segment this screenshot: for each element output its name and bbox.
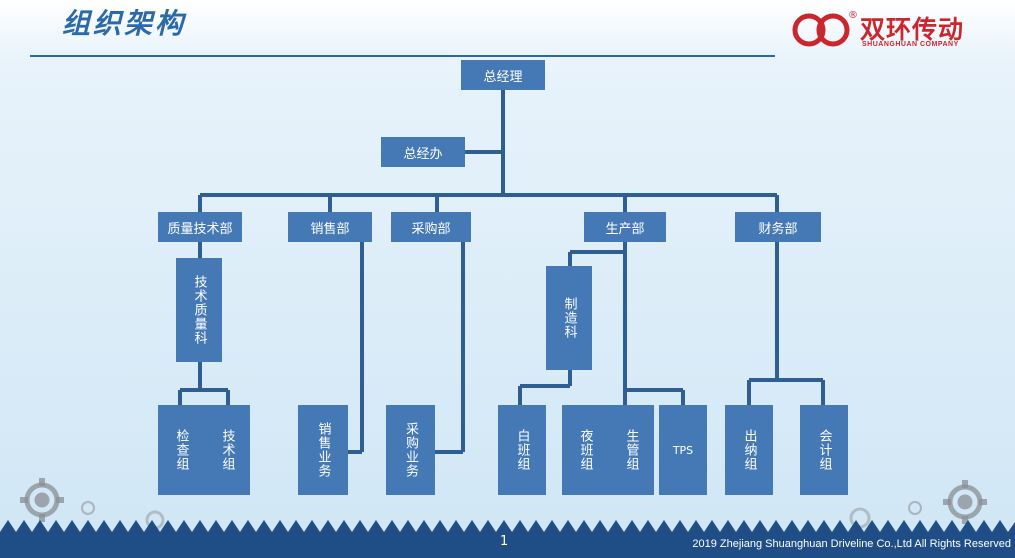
group-accounting-box: 会计组 bbox=[800, 405, 848, 495]
group-technical-label: 技术组 bbox=[219, 429, 235, 471]
gear-icon-left bbox=[24, 482, 60, 518]
dept-purchase-box: 采购部 bbox=[391, 212, 471, 242]
group-cashier-box: 出纳组 bbox=[725, 405, 773, 495]
group-night-shift-label: 夜班组 bbox=[577, 429, 593, 471]
registered-mark: ® bbox=[848, 10, 858, 21]
group-inspection-label: 检查组 bbox=[173, 429, 189, 471]
footer-bar bbox=[0, 532, 1015, 558]
company-logo: ® 双环传动 SHUANGHUAN COMPANY bbox=[790, 8, 990, 54]
dept-production-box: 生产部 bbox=[584, 212, 666, 242]
small-gear-icon-right bbox=[908, 501, 922, 515]
gear-decoration bbox=[0, 478, 1015, 540]
double-ring-logo-icon bbox=[792, 13, 850, 47]
group-day-shift-label: 白班组 bbox=[514, 429, 530, 471]
group-sales-business-label: 销售业务 bbox=[315, 422, 331, 478]
group-sales-business-box: 销售业务 bbox=[298, 405, 348, 495]
group-cashier-label: 出纳组 bbox=[741, 429, 757, 471]
logo-text-en: SHUANGHUAN COMPANY bbox=[862, 41, 959, 48]
section-manufacturing-label: 制造科 bbox=[561, 297, 577, 339]
copyright-text: 2019 Zhejiang Shuanghuan Driveline Co.,L… bbox=[692, 538, 1011, 550]
section-quality-label: 技术质量科 bbox=[191, 275, 207, 345]
title-divider bbox=[30, 55, 775, 57]
section-manufacturing-box: 制造科 bbox=[546, 266, 592, 370]
gm-office-box: 总经办 bbox=[381, 137, 465, 167]
page-title: 组织架构 bbox=[62, 7, 187, 40]
group-day-shift-box: 白班组 bbox=[498, 405, 546, 495]
dept-sales-box: 销售部 bbox=[288, 212, 372, 242]
group-quality-pair-box: 检查组 技术组 bbox=[158, 405, 250, 495]
group-tps-box: TPS bbox=[659, 405, 707, 495]
group-accounting-label: 会计组 bbox=[816, 429, 832, 471]
page-number: 1 bbox=[500, 534, 509, 549]
group-tps-label: TPS bbox=[672, 443, 694, 457]
logo-text-cn: 双环传动 bbox=[860, 15, 965, 44]
group-purchase-business-label: 采购业务 bbox=[403, 422, 418, 478]
group-purchase-business-box: 采购业务 bbox=[386, 405, 435, 495]
section-quality-box: 技术质量科 bbox=[176, 258, 222, 362]
dept-finance-box: 财务部 bbox=[735, 212, 821, 242]
gm-box: 总经理 bbox=[461, 60, 545, 90]
small-gear-icon-left bbox=[81, 501, 95, 515]
gear-icon-right bbox=[947, 484, 983, 520]
group-production-pair-box: 夜班组 生管组 bbox=[562, 405, 654, 495]
dept-quality-box: 质量技术部 bbox=[158, 212, 242, 242]
group-production-mgmt-label: 生管组 bbox=[623, 429, 639, 471]
